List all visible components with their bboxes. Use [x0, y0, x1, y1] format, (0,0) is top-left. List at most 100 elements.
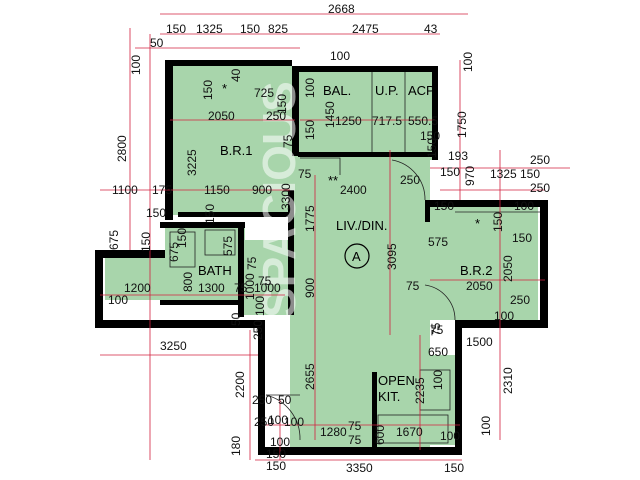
- dim-label: 1100: [112, 183, 138, 197]
- bal-label: BAL.: [323, 83, 351, 98]
- dimension-labels: 2668 150 1325 150 825 2475 43 50 100 100…: [107, 2, 550, 475]
- dim-label: 50: [150, 36, 164, 50]
- dim-label: 100: [461, 52, 475, 72]
- dim-label: 75: [258, 274, 272, 288]
- acp-label: ACP: [408, 83, 435, 98]
- dim-label: 600: [373, 425, 387, 445]
- dim-label: 1250: [335, 114, 362, 128]
- dim-label: 1150: [204, 183, 230, 197]
- dim-label: 150: [520, 167, 540, 181]
- dim-label: 150: [266, 447, 286, 461]
- dim-label: 2655: [303, 363, 317, 390]
- dim-label: 150: [434, 199, 454, 213]
- dim-label: 75: [245, 256, 259, 270]
- dim-label: 150: [444, 461, 464, 475]
- dim-label: 75: [234, 281, 248, 295]
- dim-label: 3250: [160, 339, 187, 353]
- star-br2: *: [475, 216, 480, 231]
- dim-label: 75: [348, 419, 362, 433]
- bath-label: BATH: [198, 263, 232, 278]
- dim-label: 150: [266, 459, 286, 473]
- dim-label: 1000: [254, 281, 281, 295]
- dim-label: 180: [229, 436, 243, 456]
- dim-label: 1325: [490, 167, 517, 181]
- dim-label: 970: [463, 166, 477, 186]
- dim-label: 3300: [279, 183, 293, 210]
- dim-label: 250: [252, 393, 272, 407]
- dim-label: 50: [229, 312, 243, 326]
- dim-label: 2050: [208, 109, 235, 123]
- dim-label: 150: [440, 165, 460, 179]
- dim-label: 250: [530, 181, 550, 195]
- dim-label: 150: [139, 232, 153, 252]
- double-star: **: [328, 173, 338, 188]
- dim-label: 1300: [198, 281, 225, 295]
- dim-label: 100: [129, 55, 143, 75]
- dim-label: 250: [510, 293, 530, 307]
- br2-label: B.R.2: [460, 263, 493, 278]
- dim-label: 150: [420, 129, 440, 143]
- room-labels: BAL. U.P. ACP B.R.1 B.R.2 LIV./DIN. BATH…: [198, 81, 493, 404]
- dim-label: 150: [512, 231, 532, 245]
- dim-label: 575: [221, 236, 235, 256]
- dim-label: 1500: [466, 335, 493, 349]
- dim-label: 3095: [385, 243, 399, 270]
- dim-label: 75: [430, 323, 444, 337]
- dim-label: 2668: [328, 2, 355, 16]
- flat-letter: A: [352, 249, 361, 264]
- livdin-label: LIV./DIN.: [336, 218, 388, 233]
- dim-label: 575: [428, 235, 448, 249]
- dim-label: 100: [303, 78, 317, 98]
- dim-label: 175: [152, 183, 172, 197]
- up-label: U.P.: [375, 83, 399, 98]
- dim-label: 800: [181, 272, 195, 292]
- floor-area: [105, 65, 538, 455]
- dim-label: 50: [278, 393, 292, 407]
- dim-label: 1280: [320, 425, 347, 439]
- dim-label: 150: [303, 120, 317, 140]
- dim-label: 250: [251, 320, 265, 340]
- dim-label: 75: [298, 167, 312, 181]
- dim-label: 100: [108, 293, 128, 307]
- dim-label: 675: [107, 230, 121, 250]
- dim-label: 2200: [233, 371, 247, 398]
- dim-label: 150: [275, 94, 289, 114]
- dim-label: 150: [175, 228, 189, 248]
- open-label: OPEN: [378, 373, 415, 388]
- dim-label: 717.5: [372, 114, 402, 128]
- dim-label: 1200: [124, 281, 151, 295]
- dim-label: 2475: [352, 22, 379, 36]
- dim-label: 150: [491, 212, 505, 232]
- kit-label: KIT.: [378, 389, 400, 404]
- dim-label: 150: [146, 206, 166, 220]
- dim-label: 100: [268, 413, 288, 427]
- dim-label: 250: [400, 173, 420, 187]
- dim-label: 100: [431, 370, 445, 390]
- dim-label: 900: [252, 183, 272, 197]
- dim-label: 75: [406, 279, 420, 293]
- dim-label: 100: [440, 429, 460, 443]
- dim-label: 250: [266, 109, 286, 123]
- dim-label: 150: [203, 204, 217, 224]
- dim-label: 3350: [346, 461, 373, 475]
- dim-label: 2050: [466, 279, 493, 293]
- dim-label: 1670: [396, 425, 423, 439]
- star-br1: *: [222, 81, 227, 96]
- dim-label: 1325: [196, 22, 223, 36]
- dim-label: 150: [166, 22, 186, 36]
- dim-label: 100: [253, 296, 267, 316]
- dim-label: 100: [270, 435, 290, 449]
- dim-label: 150: [240, 22, 260, 36]
- dimension-lines: [100, 13, 570, 461]
- dim-label: 1750: [455, 111, 469, 138]
- dim-label: 250: [254, 415, 274, 429]
- dim-label: 75: [348, 433, 362, 447]
- fixtures: [169, 72, 540, 444]
- dim-label: 150: [201, 80, 215, 100]
- dim-label: 2235: [413, 377, 427, 404]
- dim-label: 2310: [501, 367, 515, 394]
- dim-label: 3225: [185, 149, 199, 176]
- dim-label: 100: [514, 199, 534, 213]
- dim-label: 550.5: [408, 114, 438, 128]
